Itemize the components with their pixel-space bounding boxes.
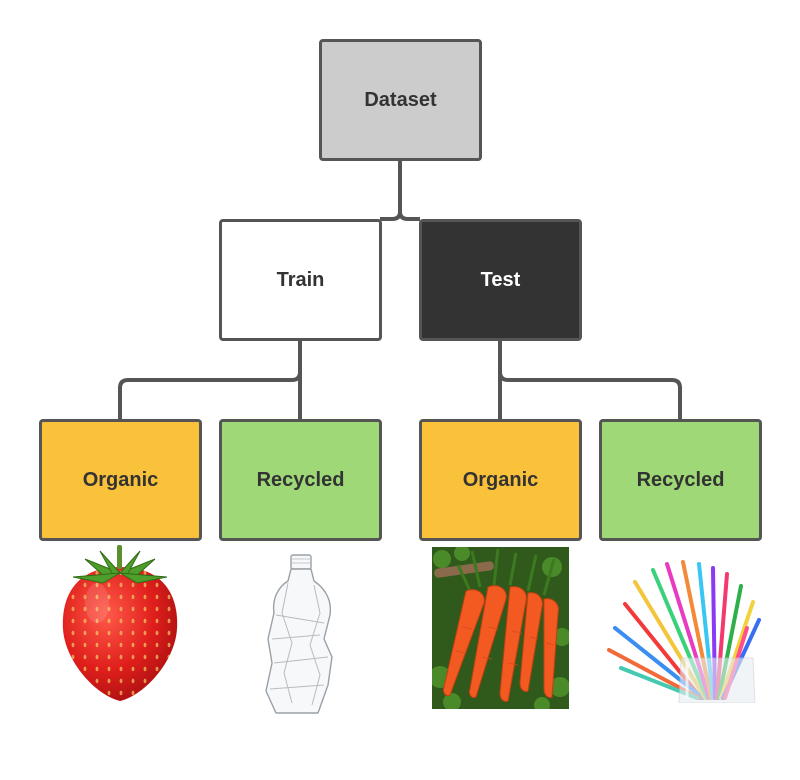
test-node: Test bbox=[419, 219, 582, 341]
strawberry-image bbox=[62, 545, 178, 701]
test-recycled-node: Recycled bbox=[599, 419, 762, 541]
dataset-node: Dataset bbox=[319, 39, 482, 161]
train-recycled-label: Recycled bbox=[256, 468, 345, 491]
connector-train-organic bbox=[118, 340, 302, 420]
test-organic-label: Organic bbox=[462, 468, 539, 491]
train-node: Train bbox=[219, 219, 382, 341]
connector-dataset-train bbox=[380, 160, 402, 221]
plastic-bottle-image bbox=[265, 554, 333, 714]
train-organic-label: Organic bbox=[82, 468, 159, 491]
test-recycled-label: Recycled bbox=[636, 468, 725, 491]
test-label: Test bbox=[480, 268, 521, 291]
carrots-image bbox=[432, 547, 569, 709]
test-organic-node: Organic bbox=[419, 419, 582, 541]
dataset-label: Dataset bbox=[364, 88, 437, 111]
train-organic-node: Organic bbox=[39, 419, 202, 541]
connector-test-recycled bbox=[498, 340, 682, 420]
drinking-straws-image bbox=[607, 560, 761, 703]
train-recycled-node: Recycled bbox=[219, 419, 382, 541]
connector-dataset-test bbox=[398, 160, 420, 221]
train-label: Train bbox=[276, 268, 325, 291]
